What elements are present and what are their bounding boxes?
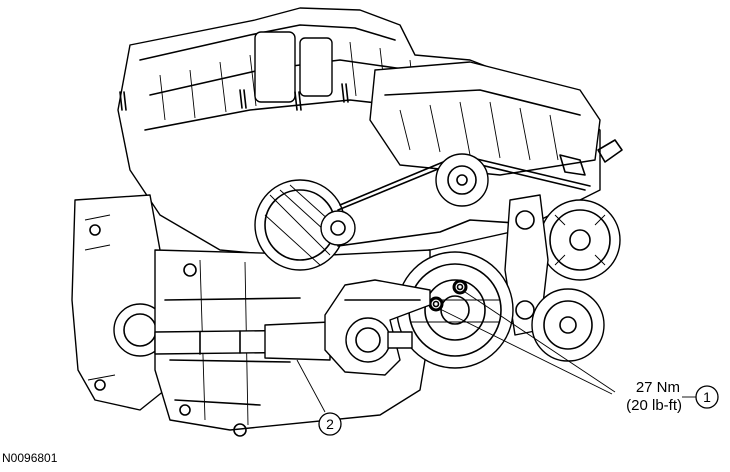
intermediate-shaft bbox=[154, 321, 331, 361]
callout-2-number: 2 bbox=[326, 416, 334, 432]
callout-2: 2 bbox=[318, 412, 342, 436]
callout-1: 1 27 Nm (20 lb-ft) bbox=[626, 379, 719, 414]
callout-1-torque-nm: 27 Nm bbox=[636, 379, 680, 396]
manifold-studs bbox=[119, 83, 623, 176]
figure-id: N0096801 bbox=[2, 451, 58, 465]
callout-1-number: 1 bbox=[703, 389, 711, 405]
water-pump-pulley bbox=[531, 288, 605, 362]
intermediate-shaft-bearing-support bbox=[324, 279, 431, 376]
callout-1-torque-lbft: (20 lb-ft) bbox=[626, 397, 682, 414]
idler-pulley-upper bbox=[435, 153, 489, 207]
transmission-housing bbox=[71, 194, 171, 411]
generator bbox=[254, 179, 356, 271]
belt-tensioner bbox=[504, 194, 549, 336]
valve-cover bbox=[369, 61, 601, 176]
callout-leader-lines bbox=[296, 291, 696, 413]
power-steering-pulley bbox=[539, 199, 621, 281]
